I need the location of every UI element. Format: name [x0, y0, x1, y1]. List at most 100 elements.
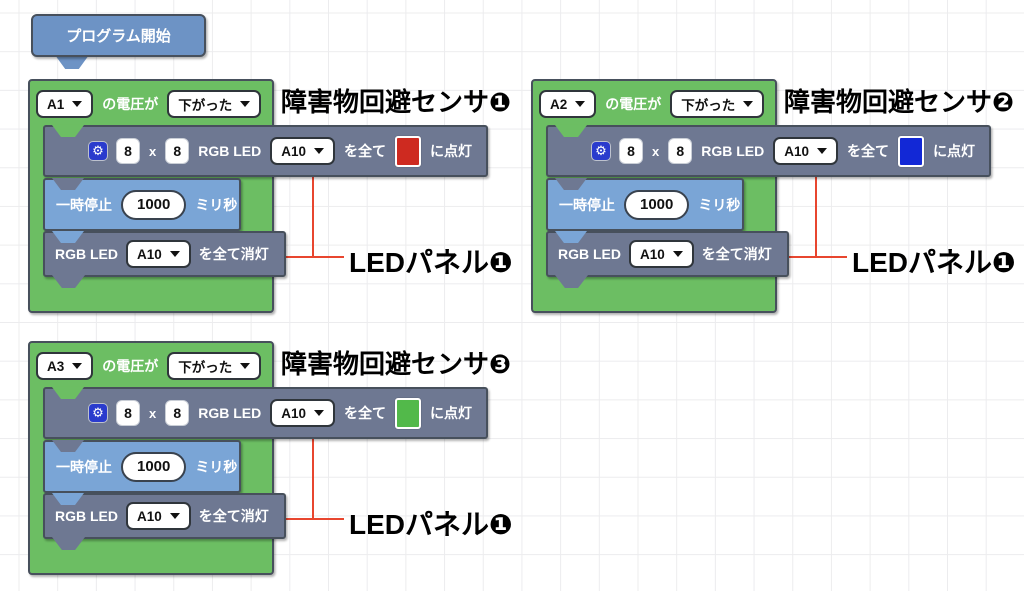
pause-unit: ミリ秒	[195, 196, 238, 213]
pause-label: 一時停止	[56, 458, 112, 475]
off-action-text: を全て消灯	[198, 246, 269, 262]
connector-notch	[52, 387, 84, 399]
device-text: RGB LED	[198, 405, 262, 421]
led-port-dropdown[interactable]: A10	[270, 137, 335, 165]
pause-label: 一時停止	[559, 196, 615, 213]
connector-notch	[555, 231, 587, 243]
sensor-annotation: 障害物回避センサ❶	[281, 87, 512, 117]
device-text: RGB LED	[55, 508, 118, 524]
target-text: を全て	[344, 143, 386, 159]
caret-down-icon	[575, 101, 586, 107]
pause-duration-field[interactable]: 1000	[624, 189, 690, 220]
device-text: RGB LED	[198, 143, 262, 159]
caret-down-icon	[169, 513, 180, 519]
sensor-port-value: A3	[47, 358, 65, 374]
sensor-annotation: 障害物回避センサ❸	[281, 349, 512, 379]
color-swatch[interactable]	[395, 397, 421, 429]
annotation-line-vertical	[312, 439, 314, 519]
led-port-value: A10	[640, 246, 665, 262]
panel-annotation: LEDパネル❶	[349, 509, 513, 540]
caret-down-icon	[169, 251, 180, 257]
caret-down-icon	[314, 410, 324, 416]
led-off-block[interactable]: RGB LED A10 を全て消灯	[546, 231, 789, 277]
annotation-line-vertical	[312, 177, 314, 257]
target-text: を全て	[344, 405, 386, 421]
caret-down-icon	[240, 363, 251, 369]
gear-icon[interactable]: ⚙	[592, 142, 610, 160]
led-off-block[interactable]: RGB LED A10 を全て消灯	[43, 493, 286, 539]
connector-notch	[52, 493, 84, 505]
led-port-dropdown[interactable]: A10	[629, 240, 694, 268]
target-text: を全て	[847, 143, 889, 159]
connector-bump	[52, 275, 85, 288]
sensor-port-dropdown[interactable]: A1	[36, 90, 94, 118]
led-port-dropdown[interactable]: A10	[126, 502, 191, 530]
caret-down-icon	[314, 148, 324, 154]
condition-dropdown[interactable]: 下がった	[167, 90, 262, 118]
connector-notch	[52, 231, 84, 243]
led-on-block[interactable]: ⚙ 8 x 8 RGB LED A10 を全て に点灯	[43, 387, 488, 439]
led-on-block[interactable]: ⚙ 8 x 8 RGB LED A10 を全て に点灯	[546, 125, 991, 177]
connector-bump	[555, 275, 588, 288]
caret-down-icon	[672, 251, 683, 257]
pause-duration-field[interactable]: 1000	[121, 451, 187, 482]
matrix-height-field[interactable]: 8	[668, 138, 693, 164]
led-port-value: A10	[784, 143, 809, 159]
annotation-line-vertical	[815, 177, 817, 257]
panel-annotation: LEDパネル❶	[852, 247, 1016, 278]
led-on-block[interactable]: ⚙ 8 x 8 RGB LED A10 を全て に点灯	[43, 125, 488, 177]
connector-notch	[52, 440, 84, 452]
connector-notch	[555, 125, 587, 137]
matrix-width-field[interactable]: 8	[619, 138, 643, 164]
condition-value: 下がった	[178, 98, 233, 113]
program-start-label: プログラム開始	[66, 28, 171, 45]
device-text: RGB LED	[701, 143, 765, 159]
event-block-header: A2 の電圧が 下がった	[539, 89, 765, 119]
sensor-port-dropdown[interactable]: A3	[36, 352, 94, 380]
caret-down-icon	[72, 101, 83, 107]
sensor-port-value: A1	[47, 96, 65, 112]
panel-annotation: LEDパネル❶	[349, 247, 513, 278]
program-start-block[interactable]: プログラム開始	[31, 14, 206, 57]
led-port-dropdown[interactable]: A10	[126, 240, 191, 268]
program-a2: A2 の電圧が 下がった ⚙ 8 x 8 RGB LED A10 を全て に点灯	[531, 79, 1024, 329]
program-a1: A1 の電圧が 下がった ⚙ 8 x 8 RGB LED A10 を全て に点灯	[28, 79, 1024, 329]
matrix-width-field[interactable]: 8	[116, 400, 140, 426]
condition-value: 下がった	[681, 98, 736, 113]
led-port-value: A10	[281, 405, 306, 421]
caret-down-icon	[817, 148, 827, 154]
connector-notch	[52, 178, 84, 190]
pause-label: 一時停止	[56, 196, 112, 213]
led-port-dropdown[interactable]: A10	[270, 399, 335, 427]
led-port-dropdown[interactable]: A10	[773, 137, 838, 165]
color-swatch[interactable]	[395, 135, 421, 167]
off-action-text: を全て消灯	[701, 246, 772, 262]
device-text: RGB LED	[558, 246, 621, 262]
matrix-width-field[interactable]: 8	[116, 138, 140, 164]
matrix-height-field[interactable]: 8	[165, 400, 190, 426]
color-swatch[interactable]	[898, 135, 924, 167]
pause-unit: ミリ秒	[698, 196, 741, 213]
caret-down-icon	[743, 101, 754, 107]
condition-value: 下がった	[178, 360, 233, 375]
pause-block[interactable]: 一時停止 1000 ミリ秒	[43, 440, 241, 493]
program-a3: A3 の電圧が 下がった ⚙ 8 x 8 RGB LED A10 を全て に点灯	[28, 341, 1024, 591]
matrix-height-field[interactable]: 8	[165, 138, 190, 164]
sensor-port-dropdown[interactable]: A2	[539, 90, 597, 118]
pause-unit: ミリ秒	[195, 458, 238, 475]
led-port-value: A10	[137, 246, 162, 262]
event-block-header: A3 の電圧が 下がった	[36, 351, 262, 381]
gear-icon[interactable]: ⚙	[89, 142, 107, 160]
pause-duration-field[interactable]: 1000	[121, 189, 187, 220]
event-block-header: A1 の電圧が 下がった	[36, 89, 262, 119]
gear-icon[interactable]: ⚙	[89, 404, 107, 422]
led-off-block[interactable]: RGB LED A10 を全て消灯	[43, 231, 286, 277]
caret-down-icon	[240, 101, 251, 107]
voltage-text: の電圧が	[605, 96, 662, 112]
voltage-text: の電圧が	[102, 96, 159, 112]
condition-dropdown[interactable]: 下がった	[670, 90, 765, 118]
action-text: に点灯	[933, 143, 975, 159]
action-text: に点灯	[430, 143, 472, 159]
condition-dropdown[interactable]: 下がった	[167, 352, 262, 380]
